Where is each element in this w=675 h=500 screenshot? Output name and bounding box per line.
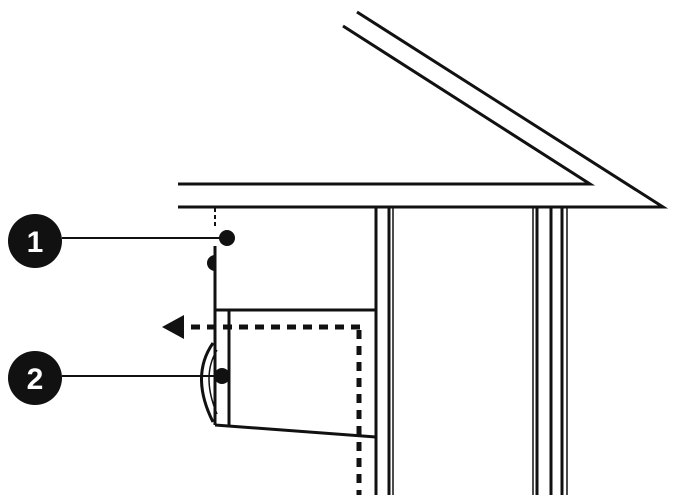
top-panel-inner-line [178,24,596,186]
left-arrow-icon [162,315,184,339]
callout-1-badge [8,214,62,268]
hinge-half-circle [207,255,215,271]
hinge-outer-curve [200,342,215,423]
callout-1: 1 [8,214,62,268]
top-panel [178,10,669,209]
top-panel-outer-line [178,10,669,209]
leader-lines [62,237,227,377]
hinge-inner-curve [208,349,218,415]
callout-2-number: 2 [27,363,44,396]
callout-2-badge [8,351,62,405]
support-posts [374,207,568,495]
hinge [200,342,218,423]
bracket [214,308,377,439]
callout-2: 2 [8,351,62,405]
movement-path [182,324,362,495]
bracket-bottom-edge [214,423,377,439]
callout-1-number: 1 [27,226,44,259]
